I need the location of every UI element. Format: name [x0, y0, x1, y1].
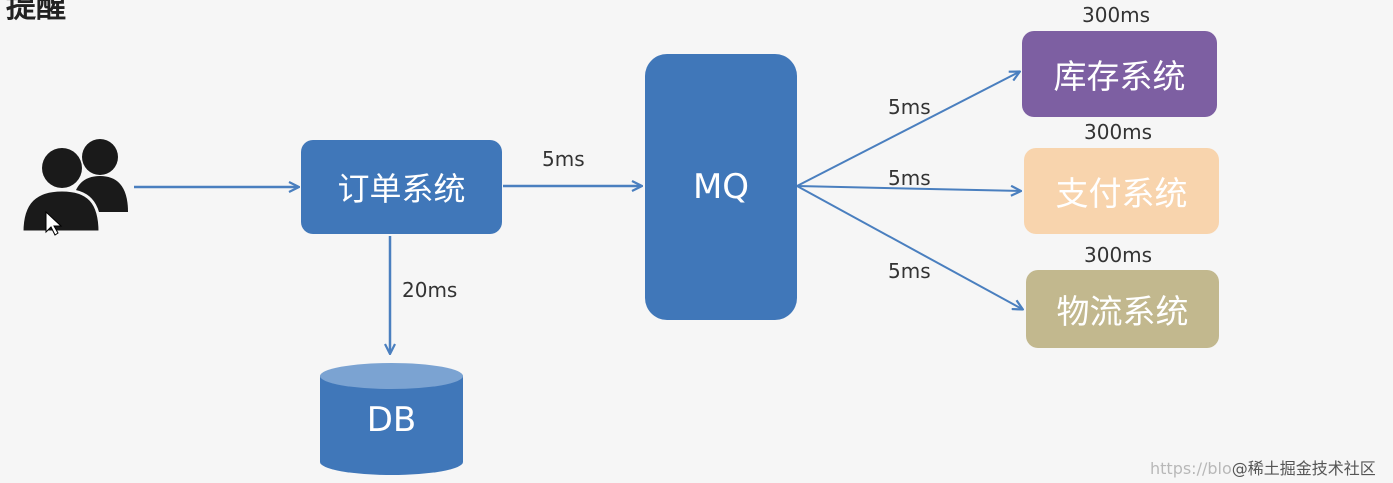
watermark-site: @稀土掘金技术社区 — [1231, 459, 1376, 478]
order-system-label: 订单系统 — [337, 170, 466, 208]
mq-label: MQ — [692, 167, 750, 207]
edge-label-mq-logistics: 5ms — [888, 259, 931, 283]
arrow-mq-to-inventory — [796, 72, 1019, 187]
arrow-mq-to-logistics — [796, 185, 1022, 309]
payment-system-node: 支付系统 — [1024, 148, 1219, 234]
edge-label-mq-inventory: 5ms — [888, 95, 931, 119]
users-icon — [20, 139, 128, 234]
inventory-system-node: 库存系统 — [1022, 31, 1217, 117]
db-label: DB — [366, 400, 417, 440]
page-title-fragment: 提醒 — [6, 0, 66, 25]
db-cylinder — [320, 363, 463, 476]
edge-label-order-mq: 5ms — [542, 147, 585, 171]
watermark: https://blo@稀土掘金技术社区 — [1150, 455, 1376, 479]
mq-node: MQ — [645, 54, 797, 320]
watermark-url: https://blo — [1150, 459, 1232, 478]
arrow-mq-to-payment — [796, 186, 1020, 191]
inventory-system-label: 库存系统 — [1053, 57, 1186, 96]
mouse-cursor-icon — [45, 210, 63, 236]
payment-time-label: 300ms — [1084, 120, 1153, 144]
payment-system-label: 支付系统 — [1055, 174, 1188, 213]
order-system-node: 订单系统 — [301, 140, 502, 234]
logistics-system-node: 物流系统 — [1026, 270, 1219, 348]
edge-label-mq-payment: 5ms — [888, 166, 931, 190]
logistics-system-label: 物流系统 — [1056, 292, 1189, 331]
edge-label-order-db: 20ms — [402, 278, 458, 302]
logistics-time-label: 300ms — [1084, 243, 1153, 267]
inventory-time-label: 300ms — [1082, 3, 1151, 27]
